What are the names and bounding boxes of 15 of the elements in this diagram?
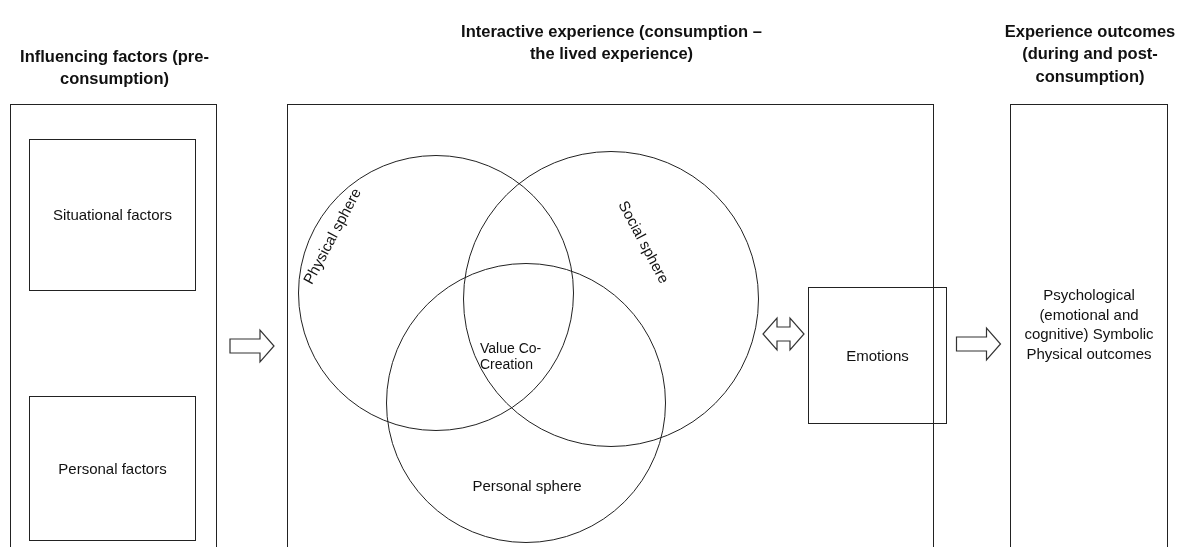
factor-box [29,139,196,291]
factor-label: Situational factors [51,205,174,225]
factor-label: Personal factors [57,458,168,479]
block-arrow [955,326,1002,362]
stage-heading: Interactive experience (consumption – the lived experience) [460,21,763,65]
stage-heading: Influencing factors (pre-consumption) [19,46,210,90]
factor-box [808,287,947,424]
stage-heading: Experience outcomes (during and post-consumption) [1003,21,1177,87]
sphere-label: Personal sphere [472,476,582,496]
block-arrow [229,328,275,364]
factor-label: Emotions [845,345,910,366]
overlap-label: Value Co-Creation [480,340,543,372]
block-arrow [762,316,805,352]
outcome-text: Psychological (emotional and cognitive) Symbolic Physical outcomes [1024,285,1154,363]
factor-box [29,396,196,541]
